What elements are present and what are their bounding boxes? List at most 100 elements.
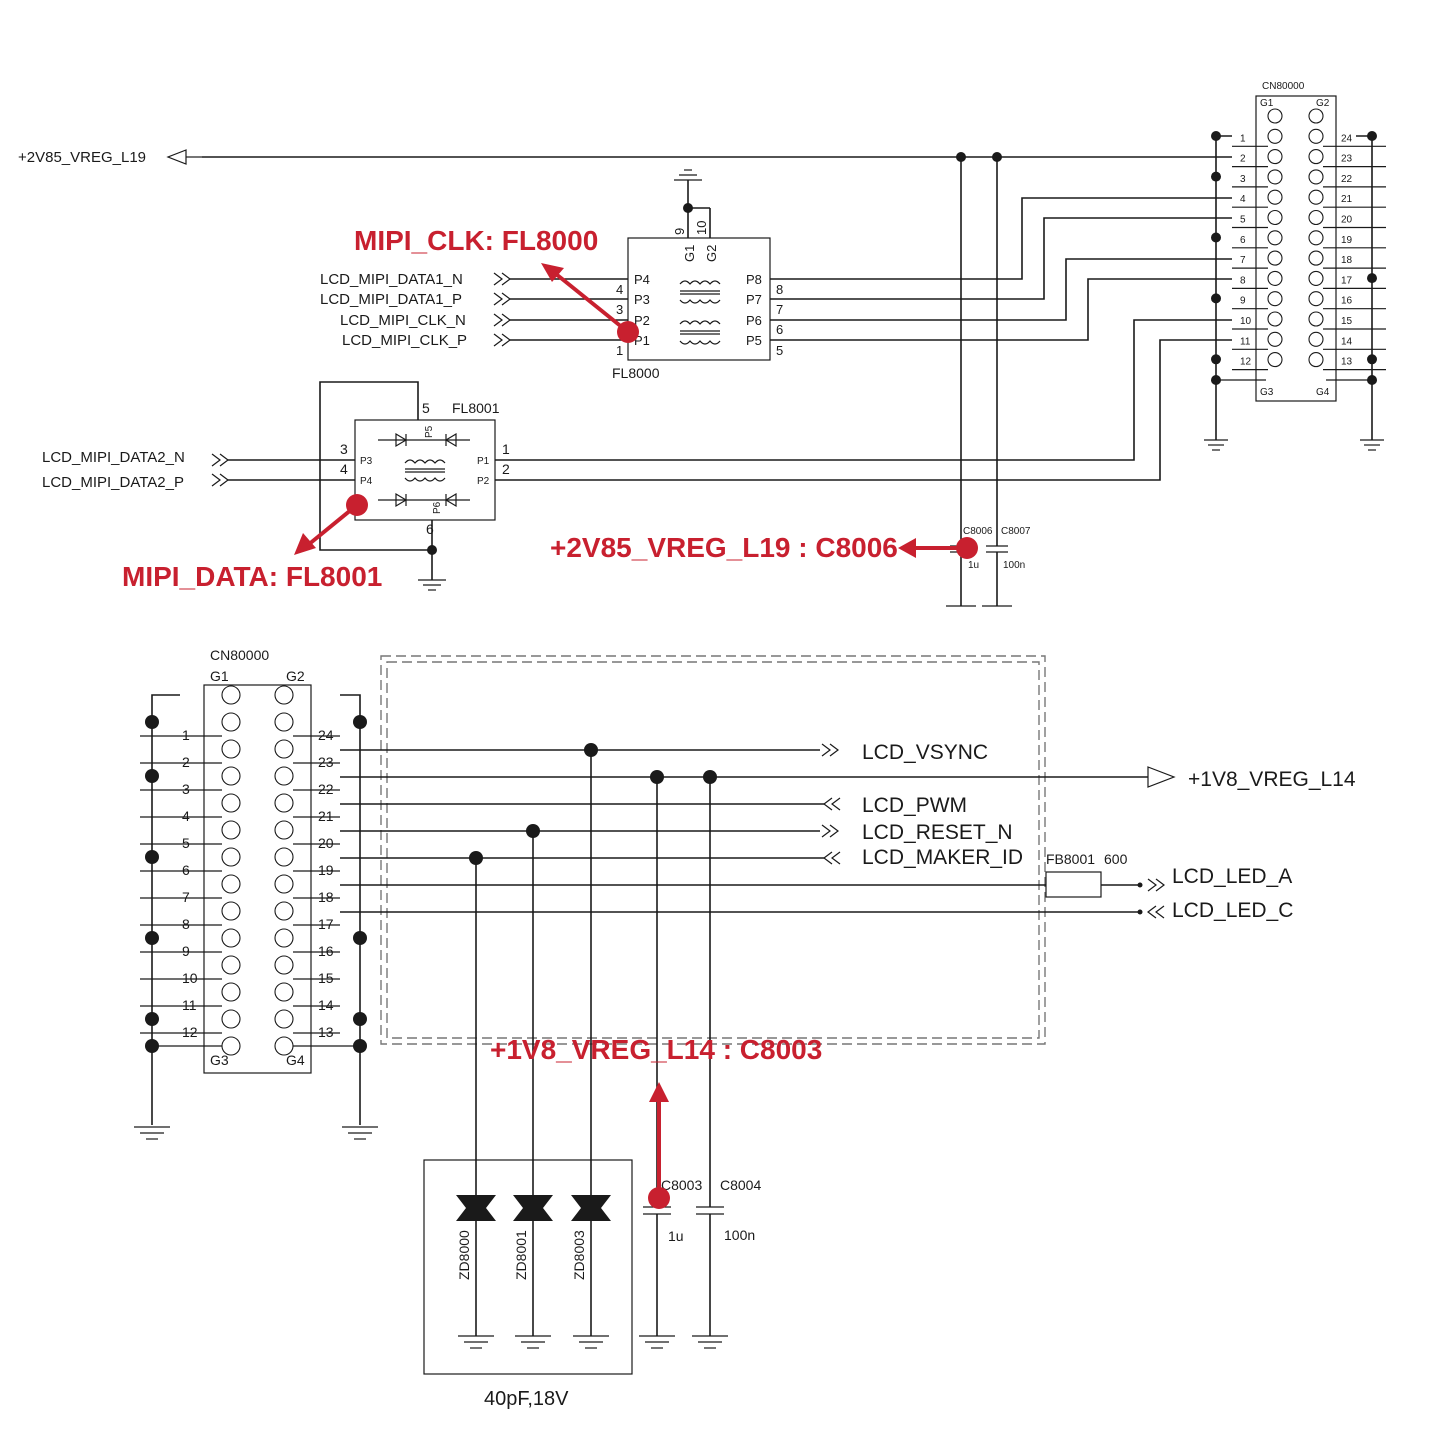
bottom-nets: LCD_VSYNC +1V8_VREG_L14 LCD_PWM LCD_RESE… (340, 741, 1356, 922)
connector-pin-label: 4 (182, 808, 190, 824)
connector-pin (1308, 189, 1324, 205)
connector-pin-label: 24 (318, 727, 334, 743)
connector-pin-label: 8 (182, 916, 190, 932)
connector-pin (274, 685, 294, 705)
output-port-arrow (1147, 766, 1176, 788)
svg-text:P1: P1 (634, 333, 650, 348)
connector-pin (1267, 311, 1283, 327)
bidir-port-icon (211, 453, 229, 487)
svg-text:1: 1 (616, 343, 623, 358)
svg-text:+2V85_VREG_L19 : C8006: +2V85_VREG_L19 : C8006 (550, 532, 898, 563)
junction-dot (145, 850, 159, 864)
svg-text:LCD_MIPI_CLK_P: LCD_MIPI_CLK_P (342, 332, 467, 349)
svg-text:100n: 100n (724, 1227, 755, 1243)
svg-text:ZD8001: ZD8001 (513, 1230, 529, 1280)
connector-pin (1308, 331, 1324, 347)
svg-text:FB8001: FB8001 (1046, 851, 1095, 867)
connector-pin-label: 12 (1240, 357, 1252, 368)
svg-text:100n: 100n (1003, 560, 1025, 571)
svg-text:CN80000: CN80000 (210, 647, 269, 663)
connector-pin (1267, 291, 1283, 307)
connector-pin-label: 6 (182, 862, 190, 878)
bottom-drops (469, 743, 717, 1207)
connector-pin-label: 2 (1240, 154, 1246, 165)
svg-text:G2: G2 (704, 245, 719, 262)
connector-pin (1308, 352, 1324, 368)
connector-pin (1267, 331, 1283, 347)
svg-text:4: 4 (340, 461, 348, 477)
connector-pin (1308, 169, 1324, 185)
junction-dot (1367, 273, 1377, 284)
svg-text:LCD_MIPI_DATA1_P: LCD_MIPI_DATA1_P (320, 291, 462, 308)
connector-pin (221, 1036, 241, 1056)
svg-text:LCD_MIPI_DATA1_N: LCD_MIPI_DATA1_N (320, 271, 463, 288)
svg-text:+1V8_VREG_L14 : C8003: +1V8_VREG_L14 : C8003 (490, 1034, 822, 1065)
connector-pin-label: 22 (318, 781, 334, 797)
svg-text:2: 2 (502, 461, 510, 477)
connector-pin (274, 1036, 294, 1056)
fb8001-bead (1045, 871, 1102, 898)
connector-pin-label: 13 (1341, 357, 1353, 368)
svg-text:1: 1 (502, 441, 510, 457)
connector-pin (1308, 291, 1324, 307)
connector-pin (221, 793, 241, 813)
connector-pin-label: 1 (182, 727, 190, 743)
connector-pin (221, 766, 241, 786)
svg-text:G4: G4 (286, 1052, 305, 1068)
svg-text:G1: G1 (1260, 98, 1274, 109)
connector-pin (1267, 230, 1283, 246)
connector-pin-label: 11 (1240, 336, 1251, 347)
net-label-maker-id: LCD_MAKER_ID (862, 846, 1023, 869)
junction-dot (353, 1012, 367, 1026)
net-label-led-a: LCD_LED_A (1172, 865, 1292, 888)
connector-pin (221, 712, 241, 732)
junction-dot (145, 715, 159, 729)
svg-text:G4: G4 (1316, 387, 1330, 398)
connector-pin (274, 739, 294, 759)
connector-pin-label: 4 (1240, 194, 1246, 205)
svg-text:P5: P5 (424, 425, 435, 438)
svg-text:P6: P6 (746, 313, 762, 328)
svg-text:G2: G2 (1316, 98, 1330, 109)
connector-pin-label: 21 (318, 808, 334, 824)
fl8000-outputs (770, 197, 1232, 341)
svg-text:600: 600 (1104, 851, 1128, 867)
connector-pin-label: 21 (1341, 194, 1353, 205)
net-label-2v85: +2V85_VREG_L19 (18, 149, 146, 166)
svg-text:7: 7 (776, 302, 783, 317)
fl8000-inputs: LCD_MIPI_DATA1_N LCD_MIPI_DATA1_P LCD_MI… (320, 271, 628, 349)
connector-pin-label: 8 (1240, 275, 1246, 286)
svg-text:P2: P2 (634, 313, 650, 328)
fl8000-filter: 9 10 G1 G2 P4 P3 P2 P1 P8 P7 P6 P5 4 3 1… (612, 169, 783, 381)
connector-pin (274, 955, 294, 975)
coil-icon (679, 280, 721, 345)
connector-pin (1308, 270, 1324, 286)
fl8000-ref: FL8000 (612, 365, 660, 381)
connector-pin (221, 874, 241, 894)
connector-pin (1267, 128, 1283, 144)
zener-rating: 40pF,18V (484, 1388, 569, 1410)
connector-pin-label: 22 (1341, 174, 1353, 185)
connector-pin (221, 739, 241, 759)
connector-pin (274, 820, 294, 840)
connector-pin-label: 6 (1240, 235, 1246, 246)
connector-pin-label: 18 (1341, 255, 1353, 266)
connector-pin-label: 17 (318, 916, 334, 932)
connector-pin (1308, 209, 1324, 226)
annotation-mipi-data: MIPI_DATA: FL8001 (122, 494, 382, 592)
svg-text:ZD8003: ZD8003 (571, 1230, 587, 1280)
svg-text:6: 6 (776, 322, 783, 337)
connector-pin-label: 24 (1341, 133, 1353, 144)
connector-pin-label: 16 (318, 943, 334, 959)
svg-text:G1: G1 (682, 245, 697, 262)
svg-text:LCD_MIPI_DATA2_P: LCD_MIPI_DATA2_P (42, 474, 184, 491)
fl8000-body (627, 237, 771, 361)
svg-text:G2: G2 (286, 668, 305, 684)
net-2v85-rail: +2V85_VREG_L19 (18, 149, 1232, 166)
connector-pin (1308, 250, 1324, 266)
connector-pin (274, 982, 294, 1002)
junction-dot (1367, 354, 1377, 365)
annotation-mipi-clk: MIPI_CLK: FL8000 (354, 225, 639, 343)
svg-text:C8003: C8003 (661, 1177, 702, 1193)
